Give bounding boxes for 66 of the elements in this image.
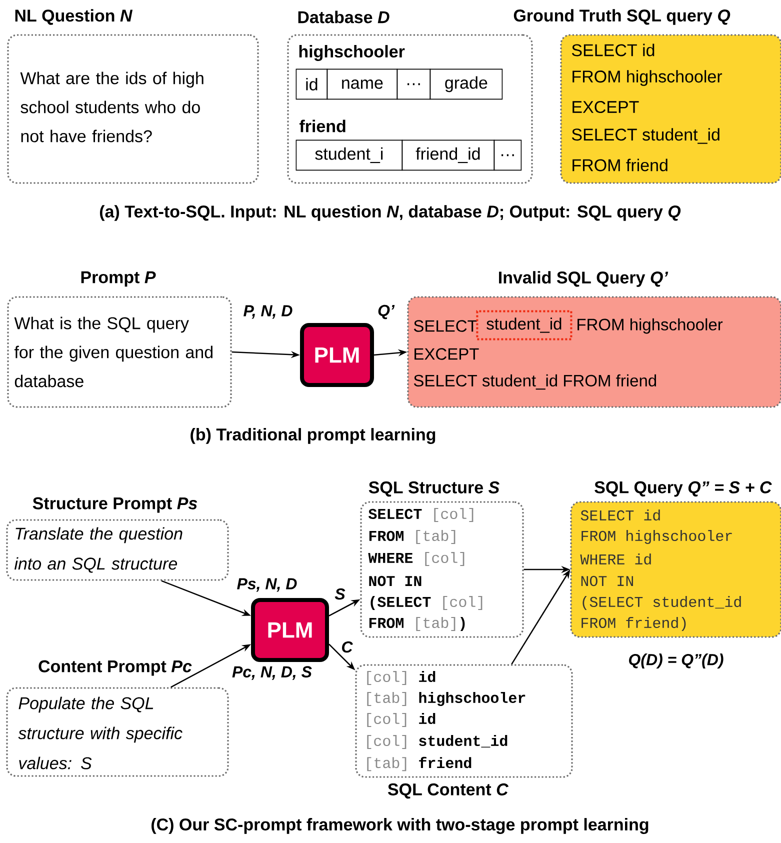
- node-label: SELECT id: [580, 509, 660, 521]
- box-heading: SQL Content C: [388, 783, 509, 799]
- node-label: FROM friend: [572, 158, 668, 172]
- table-cell: …: [494, 140, 522, 171]
- node-label: SELECT student_id: [572, 128, 720, 144]
- table-cell: …: [396, 68, 431, 100]
- sql-structure-box: SELECT [col] FROM [tab] WHERE [col] NOT IN (SELECT [col] FROM [tab]): [360, 501, 524, 638]
- box-heading: SQL Structure S: [368, 481, 500, 497]
- sql-content-box: [col] id [tab] highschooler [col] id [col] student_id [tab] friend: [355, 664, 573, 778]
- node-label: FROM [tab]): [369, 617, 465, 631]
- box-heading: SQL Query Q” = S + C: [594, 481, 772, 497]
- node-label: FROM highschooler: [572, 70, 722, 86]
- edge-label: Ps, N, D: [236, 577, 298, 593]
- error-highlight: student_id: [476, 310, 572, 340]
- box-heading: Ground Truth SQL query Q: [514, 9, 730, 25]
- node-label: FROM [tab]: [369, 530, 456, 544]
- node-label: FROM friend): [582, 617, 686, 631]
- edge-label: Pc, N, D, S: [231, 665, 313, 681]
- table-cell: id: [296, 68, 328, 100]
- sql-query-box: SELECT id FROM highschooler WHERE id NOT IN (SELECT student_id FROM friend): [570, 501, 781, 638]
- node-label: FROM highschooler: [578, 318, 723, 334]
- node-label: EXCEPT: [572, 100, 639, 114]
- node-label: SELECT student_id FROM friend: [414, 374, 656, 390]
- node-label: NOT IN: [581, 576, 634, 586]
- node-label: SELECT id: [572, 44, 654, 56]
- prompt-box: Translate the question into an SQL structure: [6, 519, 229, 581]
- table-cell: grade: [430, 68, 503, 100]
- prompt-box: Populate the SQL structure with specific values: S: [6, 687, 229, 777]
- node-label: [tab] highschooler: [367, 692, 526, 706]
- figure-caption: (b) Traditional prompt learning: [190, 428, 436, 444]
- node-label: SELECT [col]: [368, 508, 474, 522]
- node-label: WHERE id: [580, 553, 651, 565]
- node-label: highschooler: [299, 45, 405, 61]
- node-label: [col] student_id: [367, 735, 508, 749]
- box-heading: Content Prompt Pc: [38, 660, 192, 676]
- box-heading: Invalid SQL Query Q’: [499, 271, 668, 287]
- figure-caption: (a) Text-to-SQL. Input: NL question N, database D; Output: SQL query Q: [100, 205, 681, 221]
- edge-label: C: [340, 640, 354, 654]
- box-heading: Structure Prompt Ps: [32, 497, 198, 513]
- table-cell: friend_id: [402, 140, 495, 171]
- node-label: [col] id: [367, 671, 436, 685]
- prompt-box: What is the SQL query for the given question and database: [7, 296, 232, 408]
- node-label: (SELECT student_id: [582, 596, 741, 610]
- node-label: NOT IN: [369, 576, 422, 586]
- node-label: EXCEPT: [414, 348, 479, 360]
- node-label: [tab] friend: [367, 756, 472, 772]
- plm-box: PLM: [300, 323, 374, 387]
- table-cell: name: [326, 68, 398, 100]
- edge-label: P, N, D: [242, 304, 294, 320]
- node-label: FROM highschooler: [582, 530, 732, 544]
- table-cell: student_i: [296, 140, 403, 171]
- figure-caption: (C) Our SC-prompt framework with two-stage prompt learning: [152, 818, 648, 834]
- node-label: [col] id: [367, 713, 436, 727]
- node-label: (SELECT [col]: [370, 596, 482, 610]
- equation-text: Q(D) = Q”(D): [629, 654, 724, 668]
- edge-label: S: [334, 587, 346, 601]
- box-heading: NL Question N: [15, 9, 133, 25]
- node-label: WHERE [col]: [368, 552, 464, 566]
- node-label: SELECT: [414, 320, 477, 332]
- plm-box: PLM: [251, 598, 329, 662]
- question-box: What are the ids of high school students who do not have friends?: [7, 34, 259, 184]
- edge-label: Q’: [376, 304, 396, 320]
- sql-query-box: SELECT id FROM highschooler EXCEPT SELECT student_id FROM friend: [560, 34, 781, 184]
- node-label: friend: [299, 120, 346, 132]
- box-heading: Prompt P: [81, 271, 156, 287]
- box-heading: Database D: [298, 10, 390, 24]
